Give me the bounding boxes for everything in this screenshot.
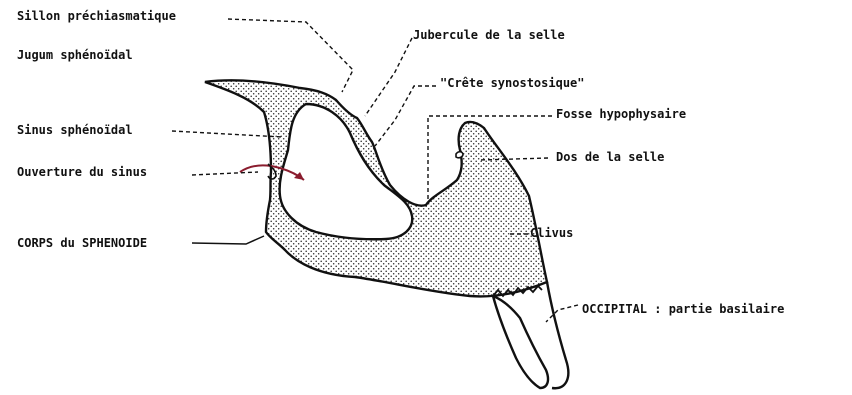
label-dos-selle: Dos de la selle <box>556 150 664 164</box>
label-fosse-hypophysaire: Fosse hypophysaire <box>556 107 686 121</box>
label-corps-sphenoide: CORPS du SPHENOIDE <box>17 236 147 250</box>
label-tubercule-selle: Jubercule de la selle <box>413 28 565 42</box>
label-ouverture-sinus: Ouverture du sinus <box>17 165 147 179</box>
occipital-basilar-part <box>493 296 548 388</box>
leader-tubercule <box>365 38 412 116</box>
dorsum-notch <box>456 152 463 158</box>
leader-ouverture <box>192 172 258 175</box>
label-crete-synostosique: "Crête synostosique" <box>440 76 585 90</box>
leader-occipital <box>546 305 578 322</box>
label-occipital-basilaire: OCCIPITAL : partie basilaire <box>582 302 784 316</box>
leader-sinus <box>172 131 282 137</box>
label-jugum-sphenoidal: Jugum sphénoïdal <box>17 48 133 62</box>
leader-corps <box>192 236 264 244</box>
label-sillon-prechiasmatique: Sillon préchiasmatique <box>17 9 176 23</box>
leader-crete <box>375 86 436 146</box>
label-clivus: Clivus <box>530 226 573 240</box>
label-sinus-sphenoidal: Sinus sphénoïdal <box>17 123 133 137</box>
occipital-outline <box>547 282 568 388</box>
